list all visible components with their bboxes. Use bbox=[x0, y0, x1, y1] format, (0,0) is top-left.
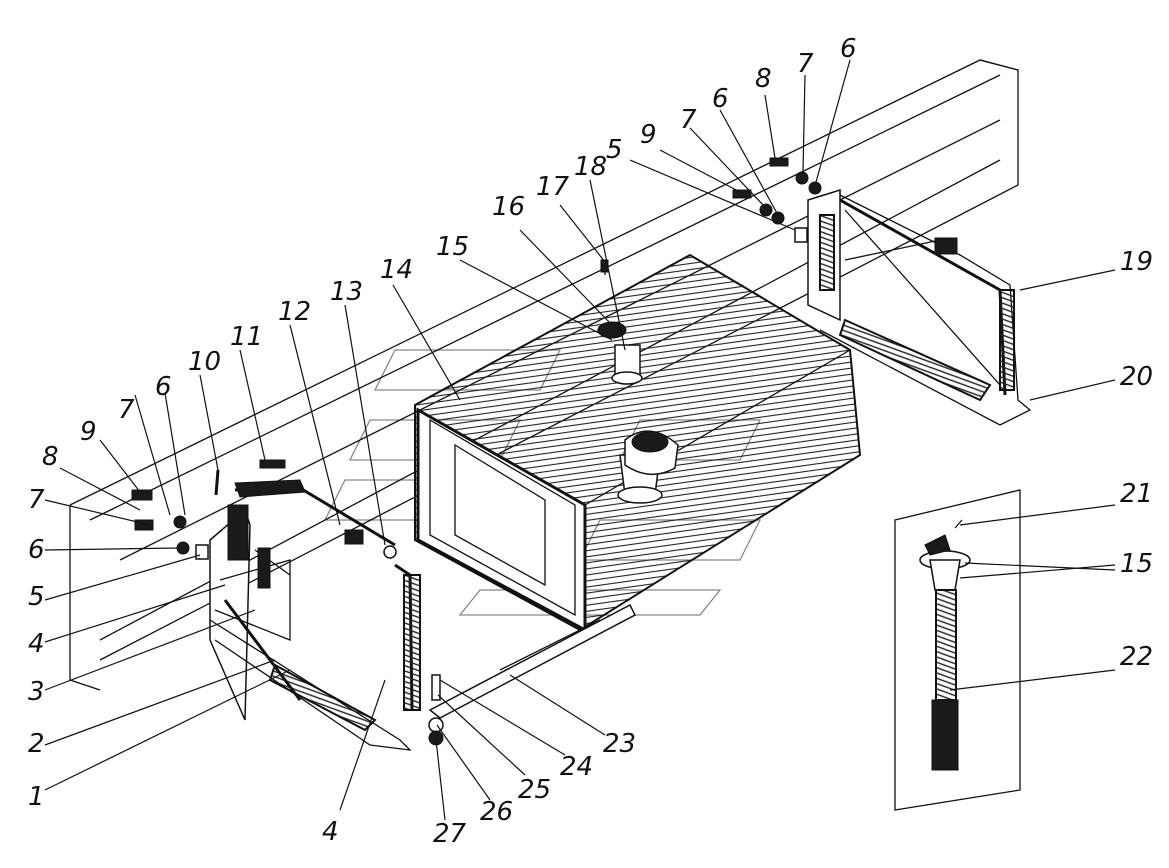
callout-labels: 1 2 3 4 4 5 5 6 6 6 6 7 7 7 7 8 8 9 9 10… bbox=[28, 34, 1153, 849]
callout-10: 10 bbox=[188, 347, 221, 377]
callout-21: 21 bbox=[1120, 479, 1153, 509]
callout-5: 5 bbox=[28, 582, 45, 612]
callout-4: 4 bbox=[28, 629, 45, 659]
callout-25: 25 bbox=[518, 775, 551, 805]
callout-26: 26 bbox=[480, 797, 513, 827]
fuel-gauge-sender-mount bbox=[597, 259, 643, 385]
callout-6: 6 bbox=[712, 84, 729, 114]
callout-11: 11 bbox=[230, 322, 263, 352]
callout-7: 7 bbox=[28, 485, 45, 515]
callout-6: 6 bbox=[28, 535, 45, 565]
callout-14: 14 bbox=[380, 255, 413, 285]
callout-12: 12 bbox=[278, 297, 311, 327]
callout-8: 8 bbox=[755, 64, 772, 94]
left-bracket bbox=[209, 504, 412, 751]
callout-18: 18 bbox=[574, 152, 607, 182]
step-bar bbox=[428, 603, 636, 719]
callout-23: 23 bbox=[603, 729, 636, 759]
callout-17: 17 bbox=[536, 172, 570, 202]
callout-7: 7 bbox=[797, 49, 814, 79]
callout-22: 22 bbox=[1120, 642, 1153, 672]
callout-5: 5 bbox=[606, 135, 623, 165]
callout-7: 7 bbox=[118, 395, 135, 425]
callout-6: 6 bbox=[155, 372, 172, 402]
callout-9: 9 bbox=[640, 120, 657, 150]
callout-4: 4 bbox=[322, 817, 339, 847]
callout-2: 2 bbox=[28, 729, 45, 759]
right-bracket-and-strap bbox=[807, 188, 1032, 426]
callout-13: 13 bbox=[330, 277, 363, 307]
callout-7: 7 bbox=[680, 105, 697, 135]
callout-19: 19 bbox=[1120, 247, 1153, 277]
callout-9: 9 bbox=[80, 417, 97, 447]
callout-1: 1 bbox=[28, 782, 45, 812]
callout-3: 3 bbox=[28, 677, 45, 707]
callout-16: 16 bbox=[492, 192, 525, 222]
filler-neck-cap bbox=[617, 430, 679, 504]
callout-27: 27 bbox=[433, 819, 467, 849]
callout-15: 15 bbox=[436, 232, 469, 262]
callout-15: 15 bbox=[1120, 549, 1153, 579]
sender-unit-inset bbox=[894, 489, 1021, 811]
callout-8: 8 bbox=[42, 442, 59, 472]
left-strap bbox=[234, 479, 421, 711]
callout-24: 24 bbox=[560, 752, 593, 782]
callout-6: 6 bbox=[840, 34, 857, 64]
callout-20: 20 bbox=[1120, 362, 1153, 392]
leader-lines bbox=[44, 59, 1116, 821]
